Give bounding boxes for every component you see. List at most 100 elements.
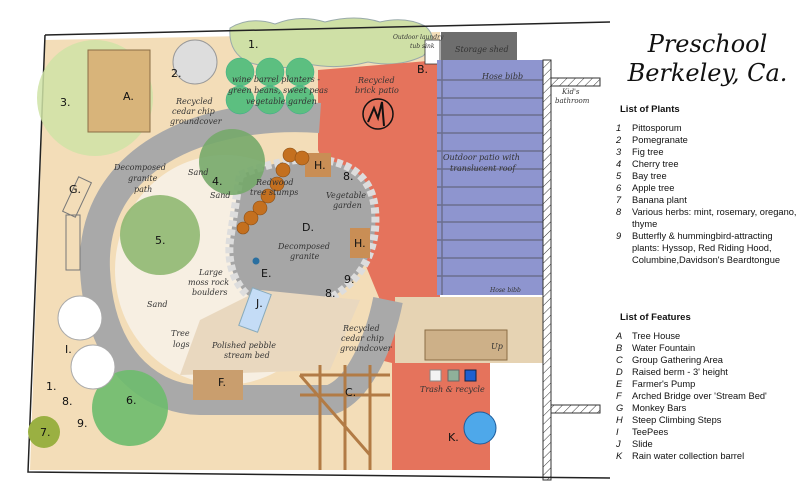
note-veg-garden: Vegetable <box>326 191 366 200</box>
landscape-plan: 1. 1. 2. 3. 4. 5. 6. 7. 8. 8. 8. 9. 9. A… <box>27 17 610 481</box>
plant-list-item-key: 5 <box>616 171 622 181</box>
marker-6: 6. <box>126 394 137 407</box>
note-granite-path: path <box>134 185 152 194</box>
note-planters: green beans, sweet peas <box>228 86 328 95</box>
tree-stumps <box>236 147 310 235</box>
plant-list-item-key: 8 <box>616 207 622 217</box>
marker-e: E. <box>261 267 271 280</box>
marker-h: H. <box>354 237 366 250</box>
note-laundry: tub sink <box>410 43 435 50</box>
note-planters: vegetable garden <box>246 97 317 106</box>
building-wall <box>542 59 552 481</box>
apple-tree <box>92 370 168 446</box>
bathroom-wall <box>550 77 601 87</box>
plant-list-item-key: 7 <box>616 195 622 205</box>
feature-list-item-label: Steep Climbing Steps <box>632 415 722 425</box>
feature-list-item: F Arched Bridge over 'Stream Bed' <box>616 390 798 402</box>
note-trash: Trash & recycle <box>420 385 485 394</box>
note-up: Up <box>491 342 503 351</box>
page-title: Preschool Berkeley, Ca. <box>615 30 800 88</box>
note-cedar: cedar chip <box>172 107 215 116</box>
marker-7: 7. <box>40 426 51 439</box>
feature-list-item-key: D <box>616 367 623 377</box>
slide <box>238 287 272 333</box>
note-veg-garden: garden <box>333 201 362 210</box>
note-cedar: cedar chip <box>341 334 384 343</box>
arched-bridge <box>193 370 243 400</box>
feature-list-item-label: Slide <box>632 439 653 449</box>
marker-b: B. <box>417 63 428 76</box>
plant-list-item-key: 2 <box>616 135 622 145</box>
marker-f: F. <box>218 376 226 389</box>
marker-9: 9. <box>344 273 355 286</box>
recycle-bin-blue <box>464 369 477 382</box>
note-granite-path: granite <box>128 174 158 183</box>
note-boulders: moss rock <box>188 278 229 287</box>
note-patio-roof: Outdoor patio with <box>443 153 520 162</box>
plant-list-item: 9 Butterfly & hummingbird-attracting plan… <box>616 230 798 266</box>
plant-list-item-label: Pittosporum <box>632 123 682 133</box>
feature-list-item-key: I <box>616 427 619 437</box>
marker-g: G. <box>69 183 81 196</box>
note-sand: Sand <box>188 168 209 177</box>
feature-list-item-key: C <box>616 355 623 365</box>
note-boulders: boulders <box>192 288 227 297</box>
note-sand: Sand <box>210 191 231 200</box>
marker-i: I. <box>65 343 72 356</box>
note-bathroom: bathroom <box>555 97 590 105</box>
granite-path <box>79 102 403 415</box>
note-shed: Storage shed <box>455 45 509 54</box>
plant-list-item-key: 3 <box>616 147 622 157</box>
feature-list-item: H Steep Climbing Steps <box>616 414 798 426</box>
note-laundry: Outdoor laundry <box>393 34 444 41</box>
note-boulders: Large <box>198 268 223 277</box>
plant-list-item-label: Banana plant <box>632 195 687 205</box>
plant-list-item-label: Butterfly & hummingbird-attracting plant… <box>632 231 781 265</box>
note-brick: Recycled <box>357 76 395 85</box>
feature-list-item-key: F <box>616 391 622 401</box>
feature-list-item-label: Farmer's Pump <box>632 379 696 389</box>
note-hose-bibb: Hose bibb <box>489 287 521 294</box>
stairs <box>424 329 508 361</box>
feature-list-item-key: B <box>616 343 623 353</box>
note-logs: logs <box>173 340 190 349</box>
recycle-bin-green <box>447 369 460 382</box>
feature-list-item-key: H <box>616 415 623 425</box>
note-patio-roof: translucent roof <box>450 164 517 173</box>
feature-list-item: J Slide <box>616 438 798 450</box>
marker-2: 2. <box>171 67 182 80</box>
plant-list-item-label: Pomegranate <box>632 135 688 145</box>
plant-list-item-key: 9 <box>616 231 622 241</box>
outdoor-patio-roof <box>437 60 543 295</box>
storage-shed <box>441 32 517 60</box>
note-brick: brick patio <box>355 86 399 95</box>
marker-3: 3. <box>60 96 71 109</box>
plant-list-item: 7 Banana plant <box>616 194 798 206</box>
marker-1: 1. <box>46 380 57 393</box>
feature-list-item-key: J <box>616 439 621 449</box>
feature-list-item-label: Arched Bridge over 'Stream Bed' <box>632 391 767 401</box>
feature-list-item-key: K <box>616 451 623 461</box>
plant-list-item-key: 6 <box>616 183 622 193</box>
feature-list-item-label: Group Gathering Area <box>632 355 723 365</box>
note-cedar: Recycled <box>175 97 213 106</box>
feature-list-item-key: E <box>616 379 623 389</box>
feature-list-item: C Group Gathering Area <box>616 354 798 366</box>
note-cedar: groundcover <box>340 344 393 353</box>
teepee-2 <box>70 344 116 390</box>
site-boundary <box>44 21 610 36</box>
note-planters: wine barrel planters - <box>232 75 320 84</box>
note-logs: Tree <box>171 329 190 338</box>
feature-list-item-key: A <box>616 331 623 341</box>
